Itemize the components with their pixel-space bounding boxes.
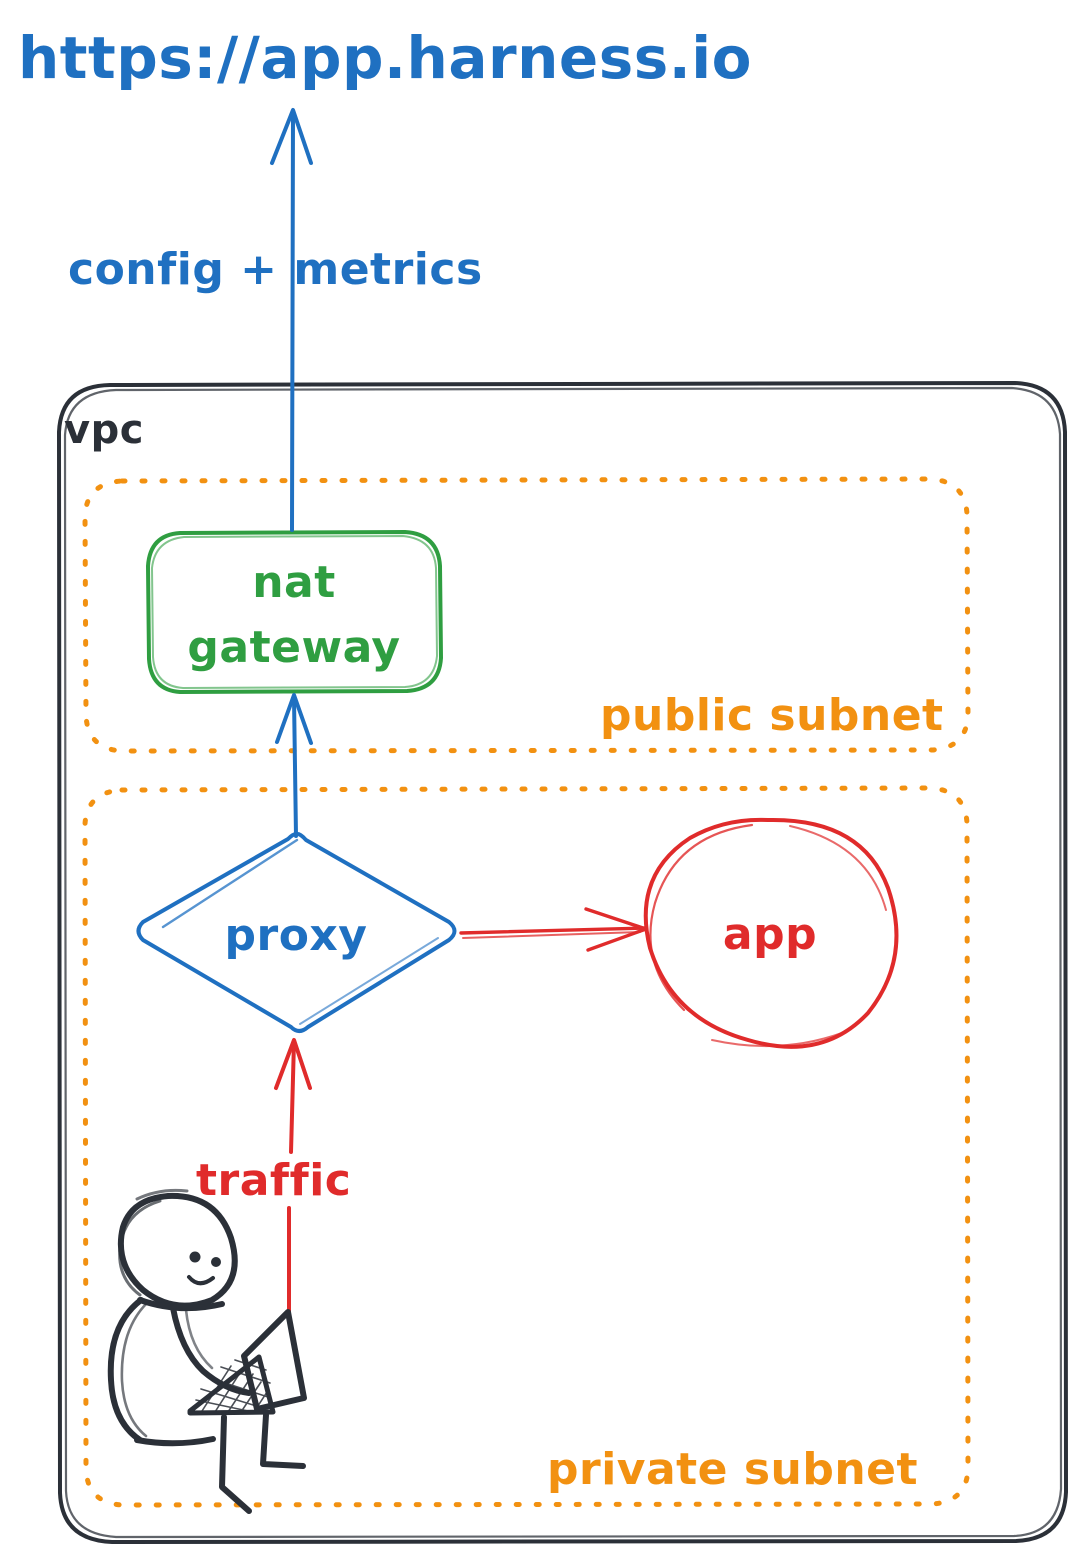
private-subnet-container — [82, 785, 971, 1508]
figure-collar — [137, 1297, 225, 1312]
private-subnet-border — [82, 785, 971, 1508]
nat-gateway-node[interactable] — [146, 530, 443, 694]
proxy-to-app-line-echo — [462, 931, 641, 939]
app-label: app — [723, 909, 817, 960]
app-ellipse-stroke-4 — [711, 1032, 843, 1048]
traffic-arrowhead — [274, 1038, 312, 1090]
laptop-screen — [241, 1309, 307, 1412]
nat-to-internet-line — [290, 110, 295, 532]
figure-head-echo — [118, 1199, 162, 1297]
figure-eye-right — [211, 1257, 221, 1267]
proxy-to-app-arrowhead — [584, 907, 648, 952]
proxy-diamond-stroke-2 — [161, 838, 299, 929]
figure-leg-back — [260, 1412, 306, 1469]
nat-to-internet-arrow — [270, 108, 313, 532]
laptop-keyboard-hatch — [195, 1359, 271, 1413]
vpc-label: vpc — [64, 407, 144, 453]
figure-back — [107, 1297, 144, 1443]
figure-arm-echo — [184, 1308, 214, 1370]
config-metrics-label: config + metrics — [68, 244, 483, 295]
vpc-border-stroke-2 — [63, 386, 1063, 1539]
public-subnet-container — [82, 476, 971, 754]
nat-gateway-label-line2: gateway — [187, 622, 400, 673]
app-ellipse-stroke-2 — [649, 823, 754, 1012]
figure-eye-left — [189, 1251, 201, 1263]
figure-arm — [170, 1305, 252, 1396]
user-stick-figure — [107, 1188, 307, 1514]
nat-gateway-box-stroke-1 — [146, 530, 443, 694]
proxy-node[interactable] — [136, 831, 457, 1033]
traffic-line-upper — [289, 1039, 296, 1154]
proxy-to-app-arrow — [459, 907, 648, 952]
proxy-label: proxy — [225, 910, 368, 961]
proxy-to-nat-arrow — [275, 693, 313, 838]
external-url-label: https://app.harness.io — [18, 24, 752, 92]
public-subnet-label: public subnet — [600, 690, 944, 741]
private-subnet-label: private subnet — [547, 1444, 918, 1495]
figure-lap — [134, 1436, 216, 1447]
proxy-to-app-line — [459, 926, 648, 935]
vpc-border-stroke-1 — [57, 381, 1068, 1544]
traffic-label: traffic — [196, 1155, 351, 1206]
figure-smile — [187, 1275, 215, 1286]
figure-back-echo — [120, 1301, 149, 1438]
proxy-to-nat-arrowhead — [275, 693, 313, 745]
vpc-container — [57, 381, 1068, 1544]
app-ellipse-stroke-1 — [643, 817, 899, 1049]
nat-to-internet-arrowhead — [270, 108, 313, 165]
laptop-base — [187, 1354, 276, 1416]
traffic-arrow — [274, 1038, 312, 1318]
app-ellipse-stroke-3 — [789, 825, 887, 911]
app-node[interactable] — [643, 817, 899, 1049]
proxy-diamond-stroke-3 — [299, 937, 439, 1025]
proxy-diamond-stroke-1 — [136, 831, 457, 1033]
figure-leg-front — [219, 1414, 252, 1514]
nat-gateway-box-stroke-2 — [151, 535, 438, 689]
proxy-to-nat-line — [292, 696, 298, 838]
public-subnet-border — [82, 476, 971, 754]
nat-gateway-label-line1: nat — [252, 557, 336, 608]
figure-head-top-tick — [135, 1188, 189, 1201]
